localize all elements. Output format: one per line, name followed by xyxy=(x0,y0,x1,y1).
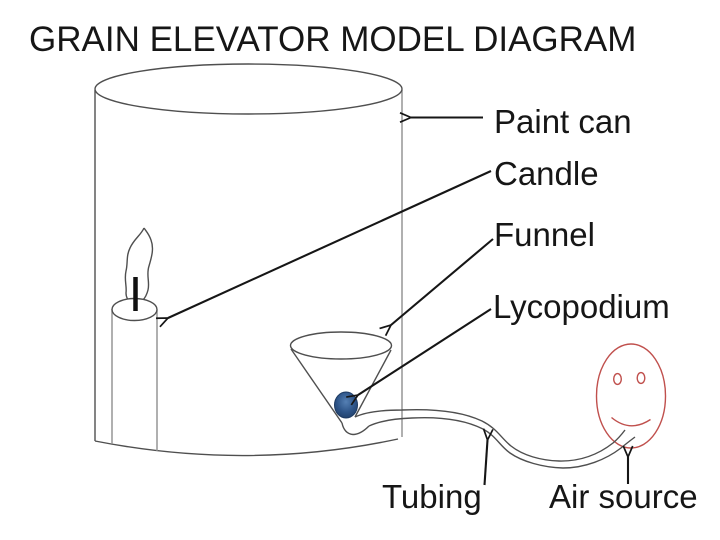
funnel-cone-right xyxy=(354,349,392,418)
air-source-face xyxy=(595,343,667,449)
funnel-arrow xyxy=(391,238,494,325)
label-tubing: Tubing xyxy=(382,478,482,515)
callout-arrows xyxy=(168,118,628,486)
paint-can-drawing xyxy=(94,63,403,457)
funnel-top-rim xyxy=(289,331,393,360)
face-outline xyxy=(595,343,667,449)
label-candle: Candle xyxy=(494,155,599,192)
lycopodium-arrow xyxy=(358,308,492,395)
label-paint-can: Paint can xyxy=(494,103,632,140)
tubing-lower-line xyxy=(368,417,636,469)
paint-can-top-rim xyxy=(94,63,403,115)
paint-can-bottom-edge xyxy=(94,438,399,457)
face-mouth xyxy=(611,416,651,427)
tubing-drawing xyxy=(354,409,636,469)
label-air-source: Air source xyxy=(549,478,698,515)
lycopodium-powder-ball xyxy=(334,391,358,419)
slide-title: GRAIN ELEVATOR MODEL DIAGRAM xyxy=(29,20,637,59)
face-right-eye-icon xyxy=(636,371,646,385)
candle-drawing xyxy=(111,227,158,451)
label-lycopodium: Lycopodium xyxy=(493,288,670,325)
tubing-upper-line xyxy=(354,409,626,462)
tubing-arrow xyxy=(485,440,488,486)
candle-arrow xyxy=(168,170,492,318)
funnel-drawing xyxy=(289,331,393,436)
candle-flame xyxy=(124,227,154,305)
funnel-cone-left xyxy=(290,348,343,424)
funnel-stem xyxy=(341,422,370,436)
label-funnel: Funnel xyxy=(494,216,595,253)
face-left-eye-icon xyxy=(613,372,623,386)
